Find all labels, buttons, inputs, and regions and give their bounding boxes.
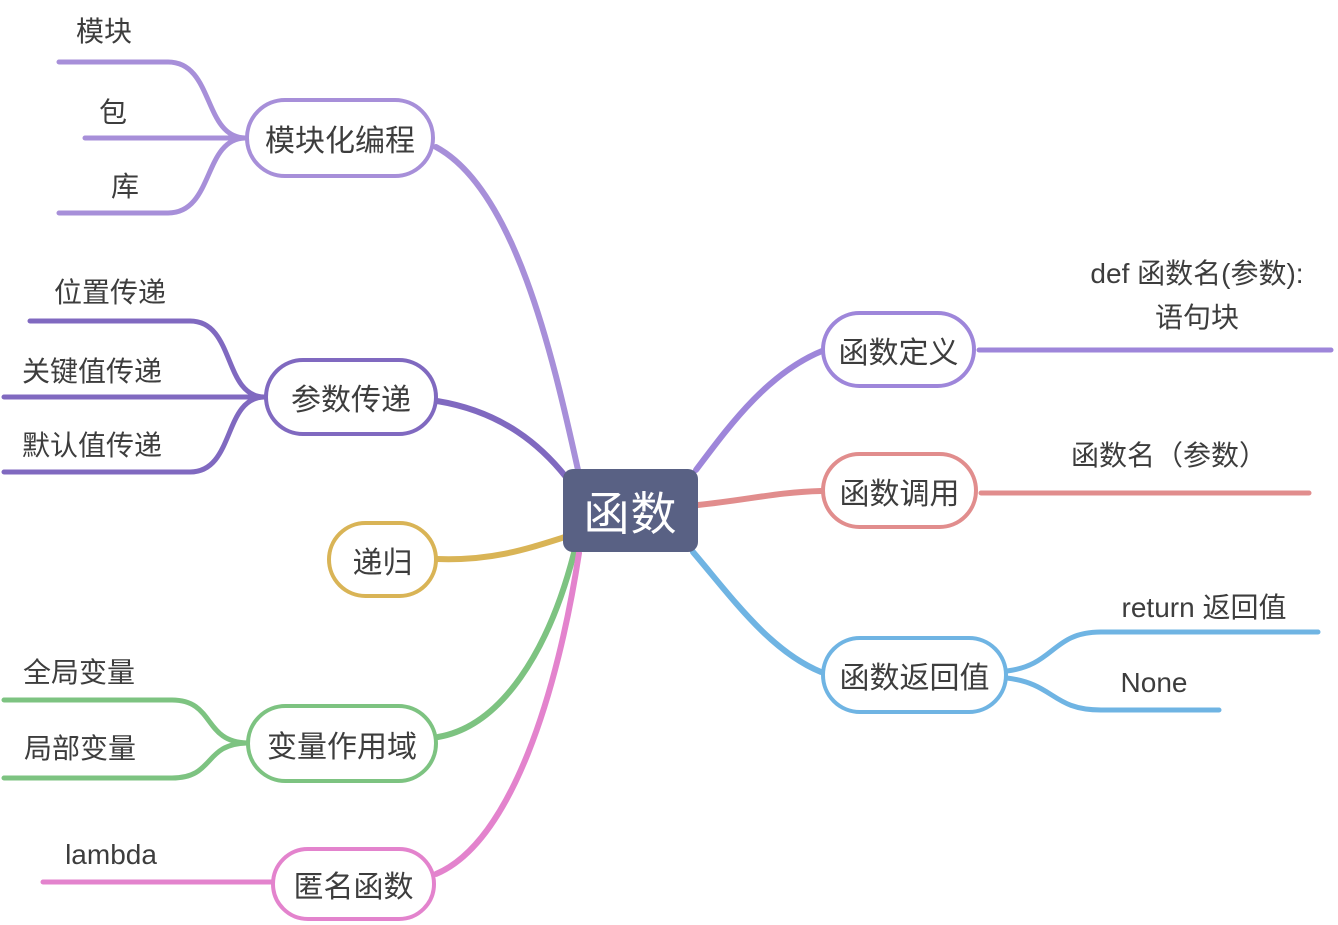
edge-scope-child-global — [1, 697, 250, 746]
node-variable-scope-label: 变量作用域 — [267, 730, 417, 764]
leaf-return-value[interactable]: return 返回值 — [1121, 592, 1287, 623]
edge-center-call — [695, 488, 824, 508]
node-parameter-passing-label: 参数传递 — [291, 384, 411, 417]
node-function-definition-label: 函数定义 — [838, 336, 959, 370]
node-function-call-label: 函数调用 — [839, 477, 960, 511]
node-anonymous-function[interactable]: 匿名函数 — [271, 847, 436, 921]
leaf-package[interactable]: 包 — [98, 97, 128, 128]
edge-center-define — [693, 348, 825, 473]
node-recursion-label: 递归 — [352, 546, 413, 580]
central-topic-node[interactable]: 函数 — [563, 469, 698, 552]
node-variable-scope[interactable]: 变量作用域 — [246, 704, 438, 783]
leaf-module[interactable]: 模块 — [75, 16, 133, 47]
node-function-return-value[interactable]: 函数返回值 — [821, 636, 1008, 714]
edge-center-params — [434, 398, 569, 480]
node-modular-programming[interactable]: 模块化编程 — [245, 98, 435, 178]
leaf-def-syntax-line2: 语句块 — [1154, 302, 1240, 333]
leaf-global-variable[interactable]: 全局变量 — [22, 657, 136, 688]
node-function-call[interactable]: 函数调用 — [821, 452, 978, 529]
node-function-definition[interactable]: 函数定义 — [821, 311, 976, 388]
edge-center-scope — [435, 550, 577, 740]
leaf-keyword-passing[interactable]: 关键值传递 — [21, 356, 163, 387]
edge-center-return — [690, 549, 824, 675]
leaf-default-passing[interactable]: 默认值传递 — [21, 430, 163, 461]
edge-modular-child-module — [56, 59, 248, 141]
node-modular-programming-label: 模块化编程 — [265, 125, 415, 158]
leaf-local-variable[interactable]: 局部变量 — [23, 733, 137, 764]
node-function-return-value-label: 函数返回值 — [839, 662, 990, 695]
leaf-none[interactable]: None — [1120, 667, 1188, 698]
leaf-positional-passing[interactable]: 位置传递 — [53, 277, 167, 308]
edge-return-child-none — [1004, 675, 1222, 713]
edge-params-child-default — [1, 394, 267, 475]
edge-center-recursion — [434, 534, 568, 563]
leaf-def-syntax-line1: def 函数名(参数): — [1090, 258, 1304, 289]
node-recursion[interactable]: 递归 — [327, 521, 438, 598]
edge-center-modular — [433, 144, 581, 473]
leaf-def-syntax[interactable]: def 函数名(参数): 语句块 — [1090, 252, 1303, 340]
node-anonymous-function-label: 匿名函数 — [293, 871, 414, 904]
edge-center-anonymous — [433, 550, 582, 877]
leaf-lambda[interactable]: lambda — [65, 839, 157, 870]
central-topic-label: 函数 — [583, 487, 678, 540]
node-parameter-passing[interactable]: 参数传递 — [264, 358, 438, 436]
edge-params-child-positional — [27, 318, 267, 400]
edge-modular-child-library — [56, 135, 248, 216]
leaf-library[interactable]: 库 — [110, 171, 140, 202]
edge-return-child-return — [1004, 629, 1321, 674]
edge-scope-child-local — [1, 740, 250, 781]
leaf-call-syntax[interactable]: 函数名（参数） — [1070, 440, 1268, 471]
